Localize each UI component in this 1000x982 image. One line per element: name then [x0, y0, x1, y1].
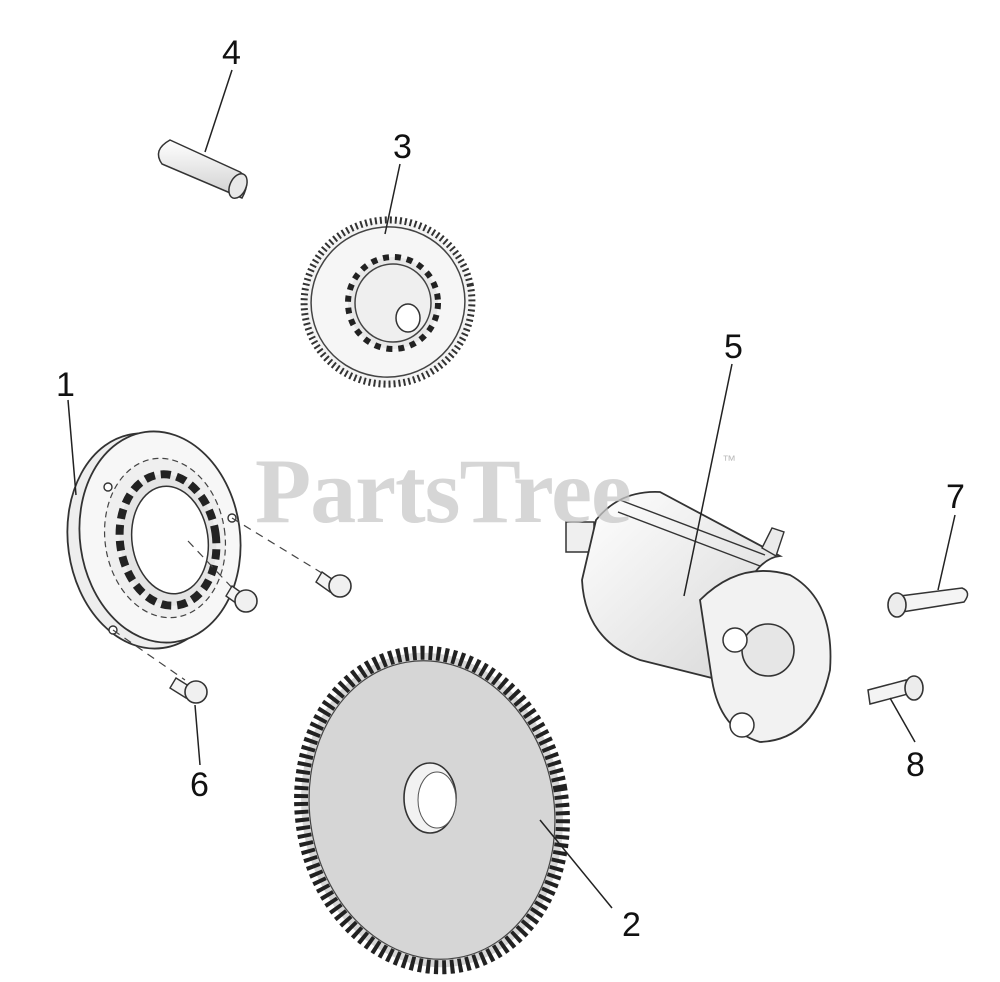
screw-icon[interactable]	[169, 677, 208, 704]
starter-motor-icon[interactable]	[565, 491, 832, 743]
leader-line-1	[67, 399, 77, 496]
watermark-text: PartsTree	[255, 440, 632, 542]
watermark-trademark: ™	[722, 452, 736, 468]
alignment-line	[187, 540, 239, 595]
alignment-line	[231, 517, 331, 579]
starter-clutch-icon[interactable]	[54, 421, 254, 659]
leader-line-5	[683, 363, 733, 597]
callout-7[interactable]: 7	[946, 478, 965, 516]
idler-gear-icon[interactable]	[289, 204, 487, 399]
leader-line-3	[384, 163, 401, 235]
callout-5[interactable]: 5	[724, 328, 743, 366]
shaft-pin-icon[interactable]	[157, 139, 250, 201]
leader-line-4	[204, 69, 233, 153]
callout-4[interactable]: 4	[222, 34, 241, 72]
leader-line-6	[194, 704, 201, 766]
screw-icon[interactable]	[315, 570, 352, 598]
callout-8[interactable]: 8	[906, 746, 925, 784]
screw-icon[interactable]	[225, 584, 258, 613]
leader-line-8	[889, 697, 916, 743]
driven-gear-icon[interactable]	[277, 632, 588, 982]
callout-1[interactable]: 1	[56, 366, 75, 404]
callout-2[interactable]: 2	[622, 906, 641, 944]
leader-line-7	[937, 514, 956, 591]
callout-3[interactable]: 3	[393, 128, 412, 166]
bolt-icon[interactable]	[887, 587, 969, 618]
callout-6[interactable]: 6	[190, 766, 209, 804]
bolt-icon[interactable]	[867, 675, 924, 705]
leader-line-2	[539, 819, 613, 909]
alignment-line	[112, 629, 186, 681]
